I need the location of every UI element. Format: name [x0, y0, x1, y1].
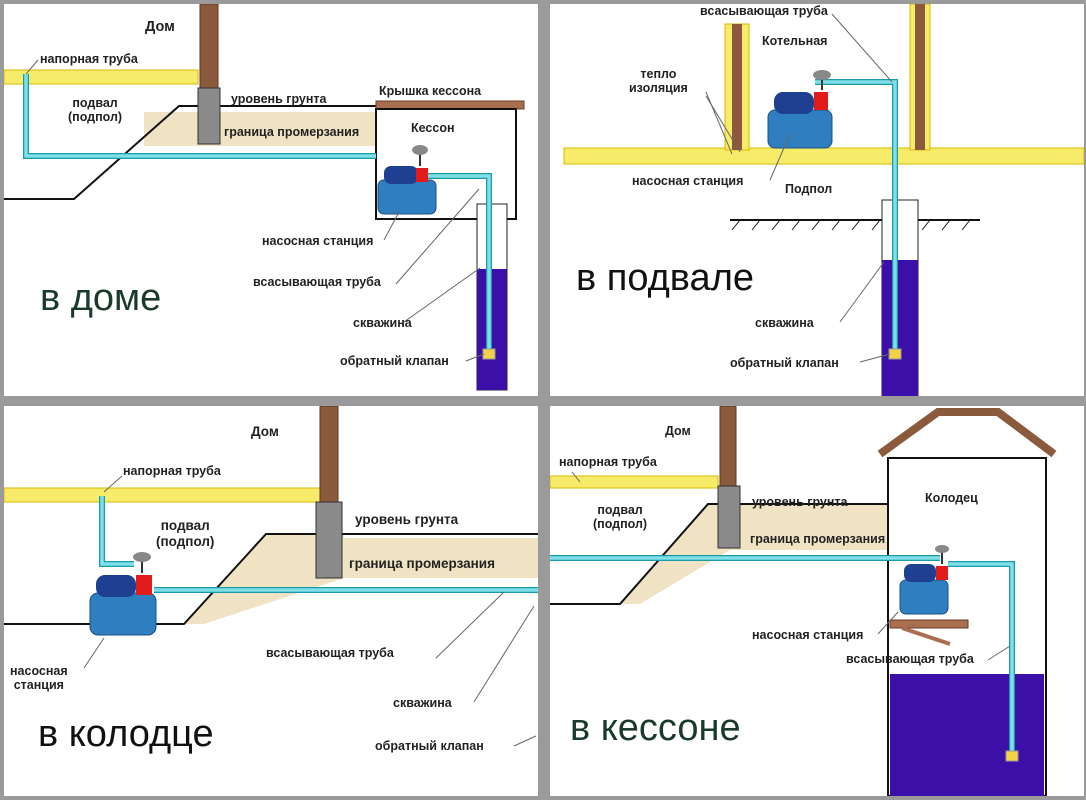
- caisson-lid: [375, 100, 525, 110]
- borehole-label: скважина: [353, 316, 412, 330]
- leader-lines: [25, 59, 485, 362]
- panel-well-caption: в колодце: [38, 713, 214, 755]
- pump-station: [377, 145, 437, 215]
- panel-caisson-caption: в кессоне: [570, 707, 741, 749]
- ground-level-label: уровень грунта: [231, 92, 327, 106]
- panel-basement-caption: в подвале: [576, 257, 754, 299]
- frost-line-label: граница промерзания: [750, 532, 886, 546]
- pump-shelf: [889, 619, 969, 629]
- leader-lines: [571, 471, 1011, 661]
- ground-line: [550, 503, 890, 605]
- ground-level-label: уровень грунта: [355, 512, 459, 527]
- ground-line: [4, 105, 376, 200]
- ground-level-label: уровень грунта: [752, 495, 848, 509]
- leader-lines: [705, 13, 893, 363]
- well-water: [882, 260, 918, 396]
- house-wall: [199, 4, 219, 93]
- frost-zone: [730, 504, 890, 550]
- wall-foundation: [197, 87, 221, 145]
- well-label: Колодец: [925, 491, 978, 505]
- check-valve: [888, 348, 902, 360]
- house-label: Дом: [251, 424, 279, 439]
- check-valve: [482, 348, 496, 360]
- suction-pipe-label: всасывающая труба: [266, 646, 394, 660]
- suction-pipe-label: всасывающая труба: [253, 275, 381, 289]
- underfloor-label: Подпол: [785, 182, 833, 196]
- roof: [877, 408, 1057, 458]
- pump-station-label: насосная станция: [262, 234, 374, 248]
- caisson-lid-label: Крышка кессона: [379, 84, 482, 98]
- suction-pipe-label: всасывающая труба: [700, 4, 828, 18]
- pump-station: [767, 70, 833, 149]
- panel-basement: всасывающая труба Котельная тепло изоляц…: [550, 4, 1084, 396]
- check-valve-label: обратный клапан: [730, 356, 839, 370]
- frost-line-label: граница промерзания: [224, 125, 360, 139]
- panel-caisson: Дом напорная труба подвал (подпол) урове…: [550, 406, 1084, 796]
- basement-label: подвал (подпол): [68, 96, 123, 124]
- panel-house: Дом напорная труба подвал (подпол) урове…: [4, 4, 538, 396]
- house-wall: [719, 406, 737, 489]
- insulation-label: тепло изоляция: [629, 67, 688, 95]
- house-label: Дом: [665, 424, 691, 438]
- pump-station-label: насосная станция: [10, 664, 68, 692]
- frost-zone: [344, 538, 538, 578]
- basement-label: подвал (подпол): [593, 503, 648, 531]
- borehole-label: скважина: [755, 316, 814, 330]
- pressure-pipe-label: напорная труба: [559, 455, 657, 469]
- check-valve-label: обратный клапан: [340, 354, 449, 368]
- pump-station: [899, 545, 949, 615]
- wall-foundation: [315, 501, 343, 579]
- frost-line-label: граница промерзания: [349, 556, 495, 571]
- caisson-label: Кессон: [411, 121, 455, 135]
- frost-zone: [144, 112, 376, 146]
- house-wall: [319, 406, 339, 507]
- wall-foundation: [717, 485, 741, 549]
- floor-slab: [563, 147, 1084, 165]
- pressure-pipe: [550, 475, 719, 489]
- pressure-pipe: [4, 69, 199, 85]
- house-label: Дом: [145, 19, 175, 35]
- panel-caisson-drawing: [550, 406, 1057, 796]
- panel-well-drawing: [4, 406, 538, 747]
- pressure-pipe-label: напорная труба: [123, 464, 221, 478]
- ground-hatch: [731, 219, 971, 231]
- pump-station-label: насосная станция: [632, 174, 744, 188]
- panel-well: Дом напорная труба подвал (подпол) урове…: [4, 406, 538, 796]
- check-valve: [1005, 750, 1019, 762]
- pressure-pipe: [4, 487, 321, 503]
- pump-station-label: насосная станция: [752, 628, 864, 642]
- pressure-riser: [99, 496, 134, 567]
- panel-house-caption: в доме: [40, 277, 162, 319]
- suction-pipe-label: всасывающая труба: [846, 652, 974, 666]
- pump-station: [89, 552, 157, 636]
- borehole-label: скважина: [393, 696, 452, 710]
- check-valve-label: обратный клапан: [375, 739, 484, 753]
- basement-label: подвал (подпол): [156, 518, 215, 549]
- panel-basement-drawing: [563, 4, 1084, 396]
- boiler-room-label: Котельная: [762, 34, 828, 48]
- leader-lines: [83, 475, 537, 747]
- panel-house-drawing: [4, 4, 525, 391]
- pressure-pipe-label: напорная труба: [40, 52, 138, 66]
- well-water: [890, 674, 1044, 796]
